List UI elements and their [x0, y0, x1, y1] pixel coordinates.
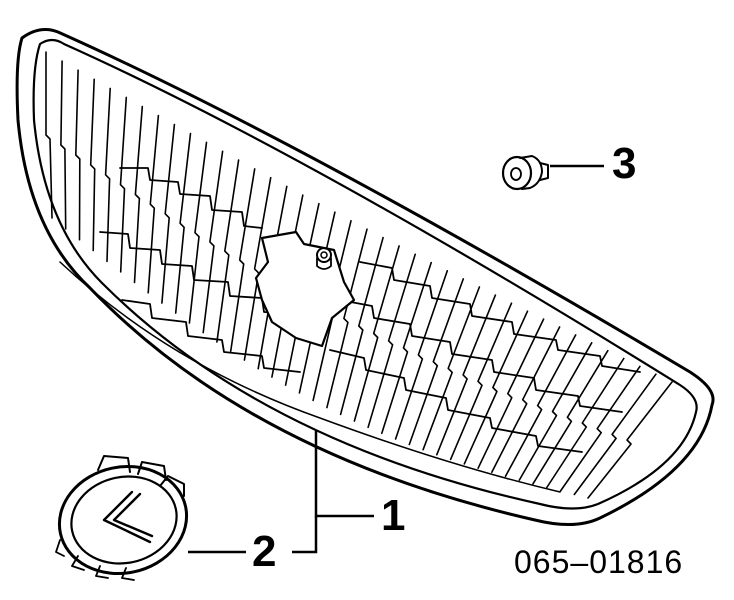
- grille-slat: [75, 69, 81, 241]
- clip-shank: [539, 162, 549, 181]
- grille-mount-boss-post: [316, 257, 332, 270]
- grille-lower-lip: [59, 261, 561, 493]
- grille-outer-frame: [15, 28, 715, 527]
- emblem-bottom-clips: [55, 539, 135, 581]
- grille-slat: [408, 278, 465, 446]
- grille-band-mid-right: [339, 299, 623, 413]
- callout-number-1: 1: [381, 491, 406, 540]
- retainer-clip: [501, 155, 549, 191]
- grille-slat: [504, 334, 577, 478]
- grille-slat: [188, 141, 208, 324]
- grille-slat: [339, 236, 384, 416]
- grille-slat: [89, 78, 96, 252]
- grille-slat: [174, 132, 192, 314]
- grille-band-upper-right: [359, 261, 641, 373]
- grille-slat: [243, 176, 272, 361]
- grille-mount-boss-hole: [320, 251, 328, 259]
- callout-number-2: 2: [252, 527, 277, 576]
- grille-slat: [477, 318, 545, 469]
- grille-slat: [381, 261, 432, 435]
- grille-slat: [422, 286, 481, 451]
- grille-slat: [161, 123, 176, 304]
- emblem-logo-mark: [102, 490, 154, 544]
- grille-band-low-left: [121, 299, 301, 373]
- grille-slat: [532, 349, 609, 485]
- grille-slat: [202, 150, 224, 334]
- grille-slat: [147, 114, 160, 294]
- emblem-inner-ring: [70, 475, 178, 565]
- grille-slat: [449, 302, 513, 461]
- grille-slat: [104, 87, 111, 263]
- grille-slat: [394, 270, 449, 440]
- clip-head: [501, 155, 533, 191]
- grille-band-low-right: [329, 349, 583, 453]
- leader-line-1-drop: [292, 516, 318, 554]
- grille-slat: [216, 159, 240, 343]
- emblem-top-tabs: [97, 455, 185, 497]
- grille-slat: [559, 365, 641, 492]
- emblem-outer-ring: [57, 464, 189, 576]
- grille-inner-frame: [32, 38, 698, 510]
- grille-slat: [546, 357, 625, 489]
- grille-horizontal-bands: [99, 167, 641, 453]
- grille-slat: [367, 253, 416, 429]
- grille-slat: [518, 342, 593, 481]
- clip-hole: [510, 167, 522, 181]
- diagram-reference-number: 065–01816: [514, 544, 684, 580]
- grille-slat: [436, 294, 497, 456]
- grille-slat: [119, 96, 128, 273]
- grille-slat: [463, 310, 529, 465]
- grille-slat: [491, 326, 561, 474]
- grille-band-upper: [119, 167, 263, 229]
- callout-number-3: 3: [612, 139, 637, 188]
- grille-slat: [353, 245, 400, 422]
- grille-slat: [45, 51, 53, 219]
- grille-slat: [326, 228, 368, 409]
- clip-body: [519, 155, 543, 190]
- front-emblem: [55, 455, 189, 581]
- grille-emblem-mount: [254, 230, 356, 348]
- grille-slats: [45, 51, 673, 499]
- grille-slat: [229, 168, 256, 352]
- grille-slat: [133, 105, 144, 284]
- grille-slat: [60, 60, 67, 230]
- leader-lines: [188, 164, 604, 554]
- radiator-grille: [15, 28, 715, 527]
- grille-mount-boss: [316, 247, 332, 263]
- grille-slat: [573, 373, 657, 496]
- grille-slat: [587, 381, 673, 499]
